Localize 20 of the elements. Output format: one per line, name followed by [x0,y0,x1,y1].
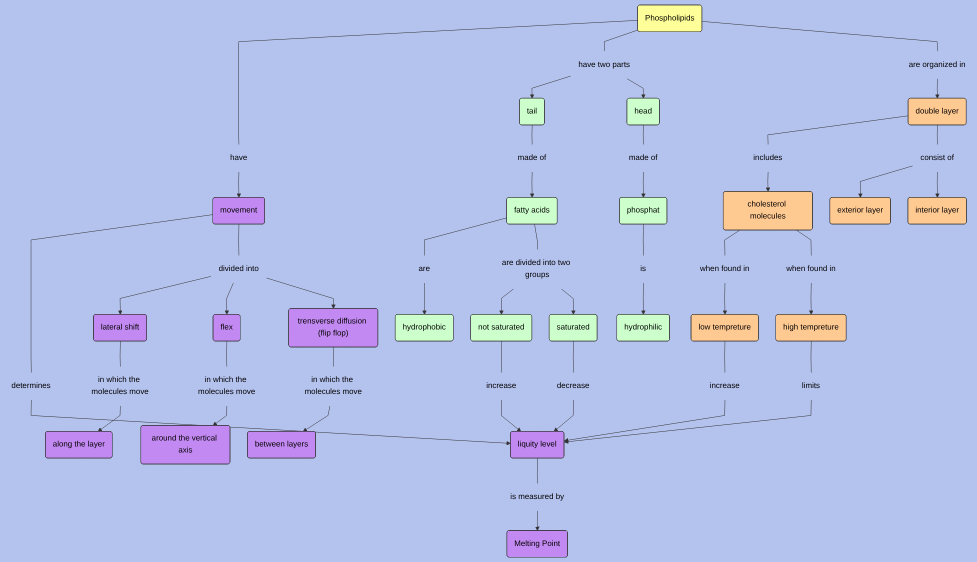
connector [702,21,938,52]
connector [572,340,574,374]
connector [238,224,240,256]
connector [796,230,812,256]
connector [604,30,638,52]
connector [768,115,909,146]
connector [238,20,638,146]
connector [936,124,938,146]
connector [642,224,644,256]
arrow [564,399,726,442]
connector [120,340,121,368]
connector [226,340,228,368]
connector [810,340,812,374]
connector [501,340,502,374]
connector [642,124,644,146]
connector [536,458,538,484]
connector [724,340,726,374]
connector [534,224,538,250]
connector [424,217,508,256]
connector [332,346,334,368]
